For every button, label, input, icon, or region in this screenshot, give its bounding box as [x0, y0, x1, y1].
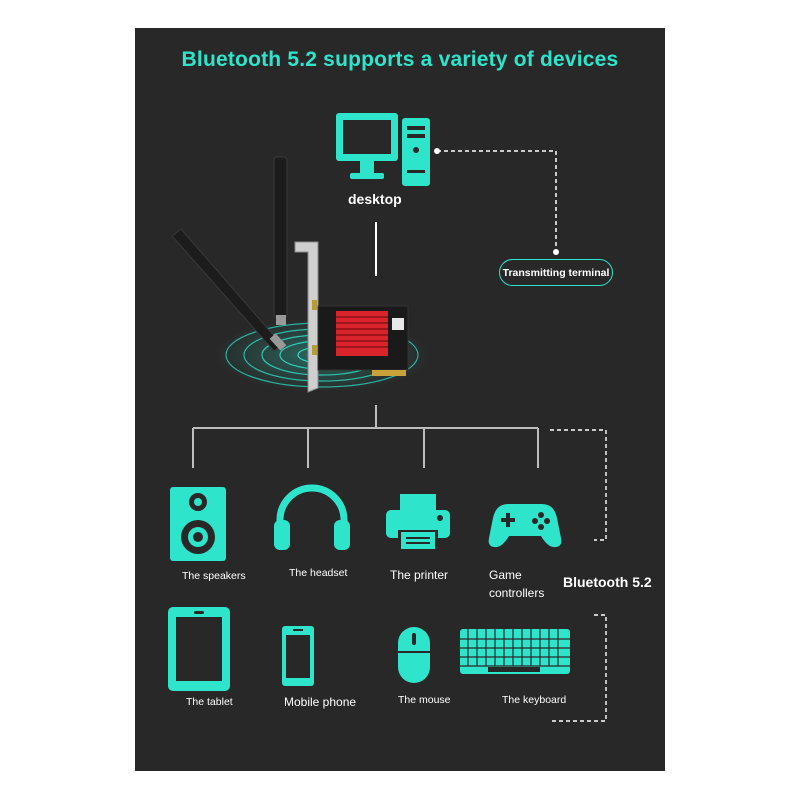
headset-label: The headset — [289, 567, 348, 579]
transmitting-terminal-badge: Transmitting terminal — [499, 259, 613, 286]
phone-icon — [282, 626, 314, 686]
mouse-label: The mouse — [398, 694, 451, 706]
mouse-icon — [398, 627, 430, 683]
desktop-icon — [336, 113, 430, 186]
keyboard-label: The keyboard — [502, 694, 567, 706]
connector-dot-start — [434, 148, 440, 154]
gamepad-icon — [488, 504, 562, 548]
desktop-label: desktop — [348, 191, 402, 207]
headset-icon — [274, 484, 350, 550]
device-tree-lines — [192, 405, 539, 468]
speaker-icon — [170, 487, 226, 561]
printer-label: The printer — [390, 568, 449, 582]
transmitting-connector — [437, 150, 557, 252]
connector-dot-end — [553, 249, 559, 255]
tablet-label: The tablet — [186, 696, 233, 708]
page-title: Bluetooth 5.2 supports a variety of devi… — [181, 48, 619, 71]
bluetooth-bracket — [550, 429, 607, 722]
phone-label: Mobile phone — [284, 695, 357, 709]
game-controllers-label: Game controllers — [489, 568, 545, 600]
keyboard-icon — [460, 629, 570, 674]
printer-icon — [386, 494, 450, 550]
wifi-card-image — [171, 156, 409, 393]
bluetooth-label: Bluetooth 5.2 — [563, 574, 652, 590]
speakers-label: The speakers — [182, 570, 246, 582]
tablet-icon — [168, 607, 230, 691]
